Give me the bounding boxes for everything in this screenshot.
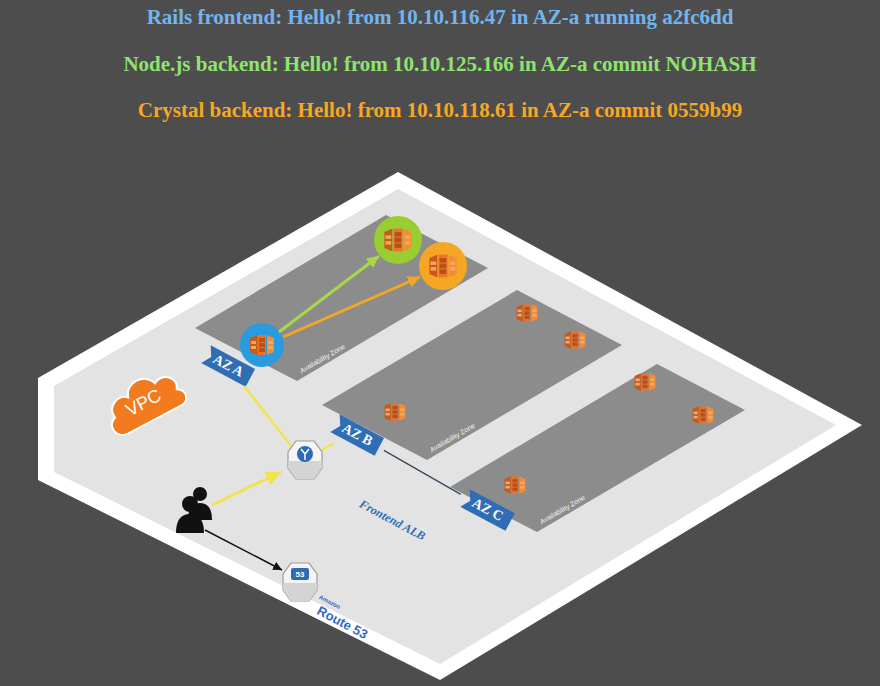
ecs-icon [635,373,656,390]
label-slot: Rails frontend: Hello! from 10.10.116.47… [0,5,880,30]
ecs-icon [505,476,526,493]
label-slot: Crystal backend: Hello! from 10.10.118.6… [0,98,880,123]
service-name: Route 53 [314,602,370,641]
frontend-halo [240,323,284,367]
badge-number: 53 [296,570,305,579]
load-balancer-icon [288,441,322,479]
ecs-icon [384,229,411,252]
request-arrow [279,256,379,332]
ecs-icon [250,335,274,355]
label-slot: Node.js backend: Hello! from 10.10.125.1… [0,52,880,77]
tag-shape [330,414,384,455]
traffic-line [244,386,292,447]
ecs-icon [385,403,406,420]
crystal-backend-halo [419,242,467,290]
label-slot: Frontend ALB [356,513,429,528]
node-backend-halo [374,216,422,264]
route53-icon [283,563,317,601]
title-line: Node.js backend: Hello! from 10.10.125.1… [0,52,880,77]
ecs-icon [693,406,714,423]
label-slot: 53 [296,570,305,579]
ecs-icon [565,331,586,348]
zone-area [450,364,745,532]
cloud-shape [98,363,189,439]
label-slot: Route 53 [315,615,370,630]
title-line: Rails frontend: Hello! from 10.10.116.47… [0,5,880,30]
dns-arrow [205,530,282,570]
tag-shape [201,345,255,386]
vpc-cloud: VPC [88,353,196,447]
connector-label: Frontend ALB [356,496,427,543]
traffic-arrow [212,472,281,505]
ecs-icon [429,255,456,278]
tag-shape [461,489,515,531]
title-line: Crystal backend: Hello! from 10.10.118.6… [0,98,880,123]
ecs-icon [517,304,538,321]
traffic-line [322,443,334,450]
user-icon [176,487,212,533]
platform-border [38,172,862,680]
platform-floor [54,189,836,664]
request-arrow [283,277,420,337]
